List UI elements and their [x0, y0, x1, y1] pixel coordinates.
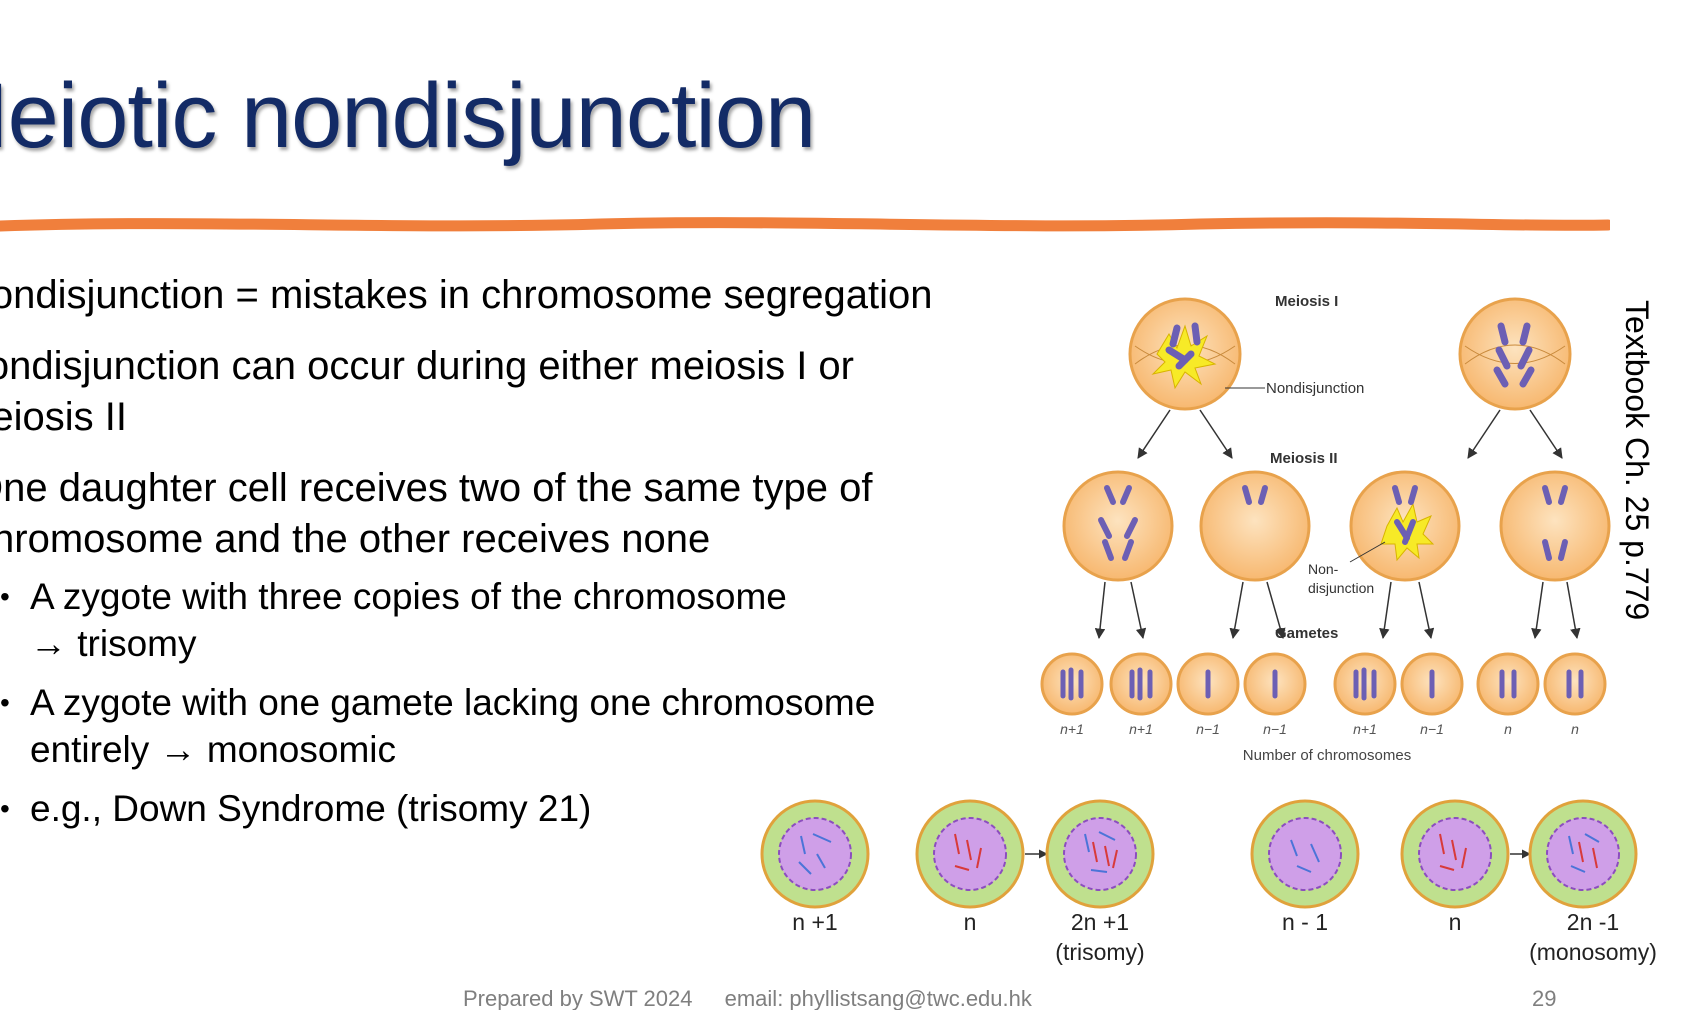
bullet-line: → trisomy	[30, 623, 197, 664]
cell-n	[1400, 799, 1510, 909]
cell-2n-plus-1	[1045, 799, 1155, 909]
parent-cell-right	[1458, 297, 1572, 411]
sub-bullet-down-syndrome: e.g., Down Syndrome (trisomy 21)	[0, 785, 1040, 832]
zygote-fusion-diagram: + n +1 n 2n +1 (trisomy)	[760, 799, 1657, 965]
zygote-monosomy-group: + n - 1 n 2n -1 (monosomy)	[1250, 799, 1657, 965]
gamete-label: n+1	[1129, 721, 1153, 737]
gamete-label: n+1	[1060, 721, 1084, 737]
sub-bullet-trisomy: A zygote with three copies of the chromo…	[0, 573, 1040, 667]
bullet-nondisjunction-definition: Nondisjunction = mistakes in chromosome …	[0, 270, 1002, 321]
label-n: n	[1449, 909, 1462, 935]
zygote-trisomy-group: + n +1 n 2n +1 (trisomy)	[760, 799, 1155, 965]
label-trisomy: (trisomy)	[1055, 939, 1144, 965]
label-n: n	[964, 909, 977, 935]
label-n-minus-1: n - 1	[1282, 909, 1328, 935]
bullet-line: A zygote with one gamete lacking one chr…	[30, 682, 876, 723]
footer-prepared-by: Prepared by SWT 2024	[463, 986, 693, 1010]
label-monosomy: (monosomy)	[1529, 939, 1657, 965]
gamete-label: n−1	[1263, 721, 1287, 737]
gamete-label: n	[1504, 721, 1512, 737]
gamete-labels: n+1 n+1 n−1 n−1 n+1 n−1 n n	[1060, 721, 1579, 737]
nondisjunction-2-label-a: Non-	[1308, 561, 1339, 577]
slide-title: Meiotic nondisjunction	[0, 65, 816, 167]
cell-2n-minus-1	[1528, 799, 1638, 909]
meiosis-2-arrows	[1094, 581, 1581, 640]
gametes-label: Gametes	[1275, 625, 1338, 642]
bullet-line: chromosome and the other receives none	[0, 517, 711, 561]
gamete-label: n−1	[1196, 721, 1220, 737]
footer: Prepared by SWT 2024 email: phyllistsang…	[463, 986, 1032, 1010]
bullet-line: A zygote with three copies of the chromo…	[30, 576, 787, 617]
bullet-line: Nondisjunction = mistakes in chromosome …	[0, 273, 933, 317]
bullet-line: meiosis II	[0, 395, 127, 439]
nondisjunction-label: Nondisjunction	[1266, 380, 1364, 397]
gamete-label: n+1	[1353, 721, 1377, 737]
cell-n-plus-1	[760, 799, 870, 909]
gamete-label: n	[1571, 721, 1579, 737]
chromosome-count-label: Number of chromosomes	[1243, 747, 1411, 764]
meiosis-1-label: Meiosis I	[1275, 293, 1338, 310]
bullet-list: Nondisjunction = mistakes in chromosome …	[0, 270, 1040, 832]
bullet-meiosis-timing: Nondisjunction can occur during either m…	[0, 341, 998, 443]
parent-cell-left	[1128, 297, 1242, 411]
bullet-line: One daughter cell receives two of the sa…	[0, 466, 873, 510]
meiosis-2-label: Meiosis II	[1270, 450, 1338, 467]
title-underline	[0, 217, 1610, 232]
label-2n-plus-1: 2n +1	[1071, 909, 1129, 935]
bullet-line: entirely → monosomic	[30, 729, 397, 770]
label-n-plus-1: n +1	[792, 909, 837, 935]
footer-email: email: phyllistsang@twc.edu.hk	[724, 986, 1032, 1010]
gamete-label: n−1	[1420, 721, 1444, 737]
page-number: 29	[1532, 986, 1557, 1010]
meiosis-2-cells	[1062, 470, 1611, 582]
meiosis-nondisjunction-diagram: Meiosis I Meiosis II Gametes Nondis	[1040, 293, 1611, 764]
sub-bullet-monosomy: A zygote with one gamete lacking one chr…	[0, 679, 1040, 773]
nondisjunction-2-label-b: disjunction	[1308, 580, 1374, 596]
bullet-daughter-cells: One daughter cell receives two of the sa…	[0, 463, 1012, 565]
label-2n-minus-1: 2n -1	[1567, 909, 1619, 935]
meiosis-1-arrows	[1137, 409, 1563, 459]
bullet-line: e.g., Down Syndrome (trisomy 21)	[30, 788, 592, 829]
bullet-line: Nondisjunction can occur during either m…	[0, 344, 854, 388]
gamete-row	[1040, 652, 1607, 716]
textbook-reference: Textbook Ch. 25 p.779	[1619, 300, 1655, 621]
cell-n-minus-1	[1250, 799, 1360, 909]
cell-n	[915, 799, 1025, 909]
sub-bullet-list: A zygote with three copies of the chromo…	[0, 573, 1040, 832]
